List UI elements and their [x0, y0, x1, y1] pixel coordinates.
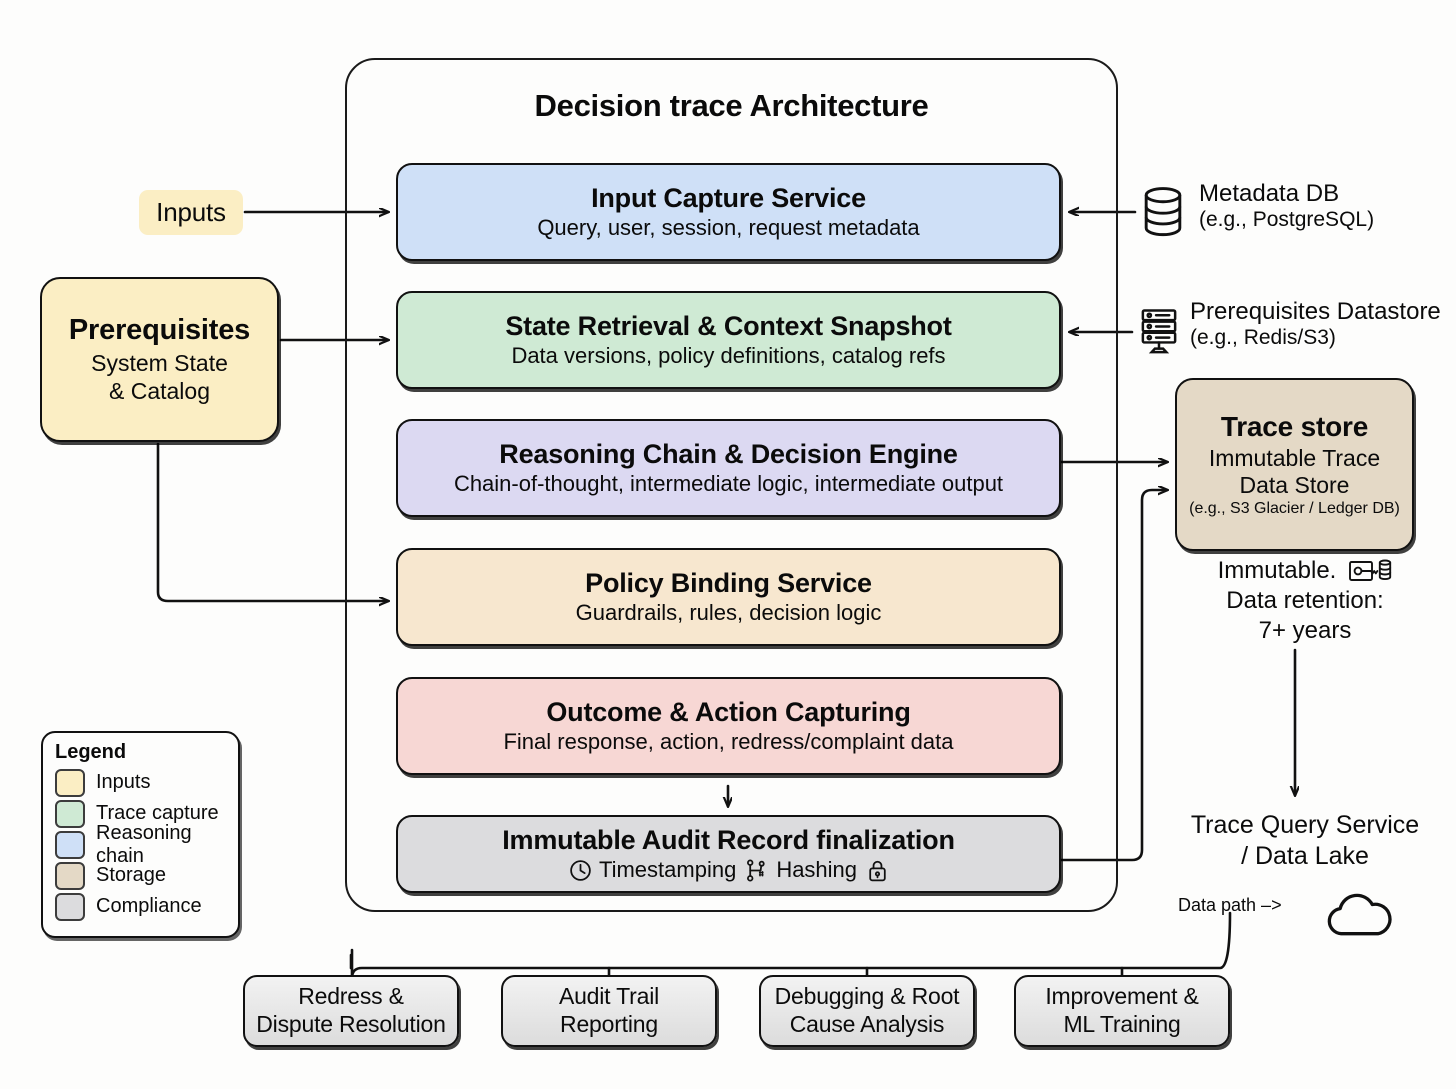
key-database-icon: [1348, 556, 1392, 586]
output-line1: Redress &: [298, 983, 404, 1010]
pipeline-title: Policy Binding Service: [585, 568, 872, 599]
output-line2: Cause Analysis: [789, 1011, 945, 1037]
hashing-group: Hashing: [745, 858, 857, 883]
data-path-label: Data path –>: [1178, 895, 1282, 915]
pipeline-node-policy-binding[interactable]: Policy Binding Service Guardrails, rules…: [396, 548, 1061, 646]
trace-query-service-label: Trace Query Service / Data Lake: [1160, 810, 1450, 871]
pipeline-title: Outcome & Action Capturing: [546, 697, 911, 728]
metadata-db-line1: Metadata DB: [1199, 180, 1340, 207]
legend-title: Legend: [55, 741, 127, 763]
trace-query-line2: / Data Lake: [1241, 841, 1369, 870]
legend-item-inputs: Inputs: [55, 767, 238, 798]
legend-swatch: [55, 830, 85, 859]
cloud-icon: [1320, 888, 1400, 945]
output-line2: ML Training: [1063, 1011, 1181, 1037]
metadata-db-label: Metadata DB (e.g., PostgreSQL): [1199, 180, 1374, 232]
trace-store-title: Trace store: [1220, 410, 1369, 442]
legend: Legend Inputs Trace capture Reasoning ch…: [41, 731, 240, 938]
page-title: Decision trace Architecture: [534, 88, 929, 123]
immutable-row: Immutable.: [1180, 556, 1430, 586]
pipeline-title: State Retrieval & Context Snapshot: [505, 311, 952, 342]
legend-swatch: [55, 799, 85, 828]
output-line1: Improvement &: [1045, 983, 1199, 1010]
output-line1: Debugging & Root: [774, 983, 960, 1010]
pipeline-node-reasoning-chain[interactable]: Reasoning Chain & Decision Engine Chain-…: [396, 419, 1061, 517]
output-node-audit-trail[interactable]: Audit Trail Reporting: [501, 975, 717, 1047]
pipeline-title: Input Capture Service: [591, 183, 866, 214]
hashing-label: Hashing: [776, 857, 858, 883]
pipeline-node-outcome-capturing[interactable]: Outcome & Action Capturing Final respons…: [396, 677, 1061, 775]
immutable-line3: 7+ years: [1258, 616, 1352, 644]
immutable-note: Immutable. Data retention: 7+ years: [1180, 556, 1430, 645]
legend-item-trace-capture: Trace capture: [55, 798, 238, 829]
pipeline-title: Reasoning Chain & Decision Engine: [499, 439, 958, 470]
timestamping-group: Timestamping: [568, 858, 736, 883]
prerequisites-line2: System State: [91, 350, 228, 377]
timestamping-label: Timestamping: [598, 857, 737, 883]
trace-query-line1: Trace Query Service: [1190, 811, 1420, 839]
legend-swatch: [55, 861, 85, 890]
legend-swatch: [55, 892, 85, 921]
inputs-node[interactable]: Inputs: [139, 190, 243, 235]
pipeline-subtitle: Guardrails, rules, decision logic: [575, 600, 882, 626]
output-line2: Reporting: [560, 1011, 658, 1037]
clock-icon: [568, 858, 593, 883]
prerequisites-datastore-label: Prerequisites Datastore (e.g., Redis/S3): [1190, 298, 1441, 350]
pipeline-subtitle: Data versions, policy definitions, catal…: [511, 343, 946, 369]
legend-swatch: [55, 768, 85, 797]
pipeline-node-audit-record[interactable]: Immutable Audit Record finalization Time…: [396, 815, 1061, 893]
pipeline-subtitle: Chain-of-thought, intermediate logic, in…: [453, 471, 1004, 497]
trace-store-node[interactable]: Trace store Immutable Trace Data Store (…: [1175, 378, 1414, 551]
output-node-redress[interactable]: Redress & Dispute Resolution: [243, 975, 459, 1047]
lock-icon: [866, 858, 889, 883]
trace-store-line3: Data Store: [1239, 472, 1350, 499]
output-line2: Dispute Resolution: [256, 1011, 446, 1037]
pipeline-node-input-capture[interactable]: Input Capture Service Query, user, sessi…: [396, 163, 1061, 261]
prerequisites-line3: & Catalog: [108, 378, 210, 405]
pipeline-title: Immutable Audit Record finalization: [502, 824, 955, 855]
legend-label: Inputs: [96, 771, 151, 793]
legend-label: Compliance: [96, 895, 202, 917]
legend-label: Trace capture: [96, 802, 219, 824]
trace-store-line4: (e.g., S3 Glacier / Ledger DB): [1189, 500, 1400, 518]
legend-item-reasoning-chain: Reasoning chain: [55, 822, 238, 867]
legend-item-compliance: Compliance: [55, 891, 238, 922]
prereq-ds-line1: Prerequisites Datastore: [1190, 298, 1441, 325]
immutable-line2: Data retention:: [1226, 587, 1384, 614]
immutable-line1: Immutable.: [1217, 557, 1337, 585]
server-rack-icon: [1137, 305, 1181, 362]
audit-icon-row: Timestamping Hashing: [568, 858, 889, 883]
output-line1: Audit Trail: [558, 983, 660, 1010]
pipeline-subtitle: Final response, action, redress/complain…: [503, 729, 954, 755]
prerequisites-title: Prerequisites: [68, 313, 251, 346]
pipeline-node-state-retrieval[interactable]: State Retrieval & Context Snapshot Data …: [396, 291, 1061, 389]
metadata-db-line2: (e.g., PostgreSQL): [1199, 207, 1375, 231]
legend-item-storage: Storage: [55, 860, 238, 891]
database-icon: [1140, 186, 1186, 243]
output-node-debugging[interactable]: Debugging & Root Cause Analysis: [759, 975, 975, 1047]
hash-graph-icon: [745, 858, 770, 883]
architecture-container: [345, 58, 1118, 912]
legend-label: Storage: [96, 864, 167, 886]
prerequisites-node[interactable]: Prerequisites System State & Catalog: [40, 277, 279, 442]
output-node-improvement[interactable]: Improvement & ML Training: [1014, 975, 1230, 1047]
trace-store-line2: Immutable Trace: [1208, 445, 1381, 472]
pipeline-subtitle: Query, user, session, request metadata: [537, 215, 920, 241]
prereq-ds-line2: (e.g., Redis/S3): [1190, 325, 1336, 349]
inputs-node-label: Inputs: [156, 196, 226, 227]
legend-label: Reasoning chain: [96, 821, 192, 867]
